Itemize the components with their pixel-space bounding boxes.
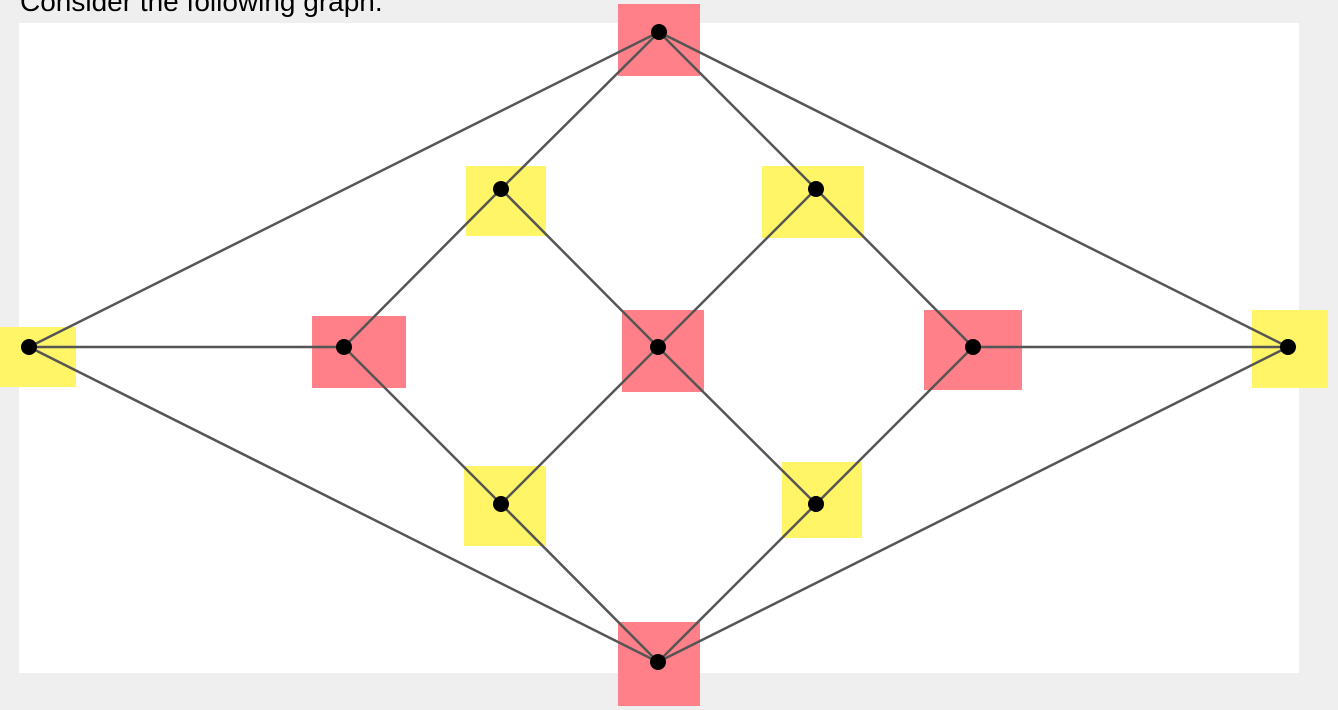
vertex-far-left bbox=[21, 339, 37, 355]
vertex-highlight-inner-left bbox=[312, 316, 406, 388]
edge-lower-left-bottom bbox=[500, 503, 659, 663]
vertex-highlight-far-left bbox=[0, 327, 76, 387]
edge-upper-left-inner-left bbox=[343, 188, 502, 348]
vertex-inner-left bbox=[336, 339, 352, 355]
edge-far-right-bottom bbox=[657, 345, 1289, 664]
edge-lower-right-bottom bbox=[657, 503, 817, 663]
vertex-center bbox=[650, 339, 666, 355]
vertex-inner-right bbox=[965, 339, 981, 355]
edge-inner-right-lower-right bbox=[815, 346, 974, 505]
edge-inner-left-lower-left bbox=[343, 346, 502, 505]
edge-center-lower-right bbox=[657, 346, 817, 505]
edge-upper-right-inner-right bbox=[815, 188, 974, 348]
vertex-lower-left bbox=[493, 496, 509, 512]
vertex-highlight-upper-left bbox=[466, 166, 546, 236]
edge-center-lower-left bbox=[500, 346, 659, 505]
vertex-upper-left bbox=[493, 181, 509, 197]
vertex-top bbox=[651, 24, 667, 40]
vertex-lower-right bbox=[808, 496, 824, 512]
edge-top-far-left bbox=[28, 30, 660, 349]
graph-edges bbox=[28, 30, 1289, 664]
edge-top-far-right bbox=[658, 30, 1289, 349]
edge-upper-left-center bbox=[500, 188, 659, 348]
vertex-far-right bbox=[1280, 339, 1296, 355]
vertex-highlights bbox=[0, 4, 1328, 706]
edge-top-upper-left bbox=[500, 31, 660, 190]
vertex-bottom bbox=[650, 654, 666, 670]
edge-upper-right-center bbox=[657, 188, 817, 348]
vertex-upper-right bbox=[808, 181, 824, 197]
edge-top-upper-right bbox=[658, 31, 817, 190]
question-prompt: Consider the following graph. bbox=[20, 0, 383, 17]
edge-far-left-bottom bbox=[28, 345, 659, 664]
graph-vertices bbox=[21, 24, 1296, 670]
